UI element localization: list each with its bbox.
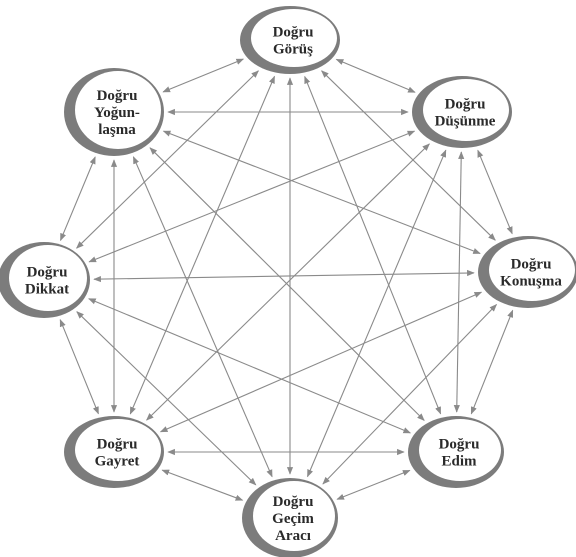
node-label-line: Doğru xyxy=(97,88,138,104)
node-label-line: Doğru xyxy=(445,97,486,113)
node-label-line: Görüş xyxy=(273,42,313,58)
connection-arrows xyxy=(59,58,514,501)
node-label-line: Geçim xyxy=(272,511,314,527)
node-label-line: Doğru xyxy=(27,265,68,281)
node-label-line: Doğru xyxy=(439,437,480,453)
node-label-line: laşma xyxy=(98,122,136,138)
arrow-gecim-gayret xyxy=(161,469,244,501)
arrow-gorus-yogunlasma xyxy=(162,58,245,93)
arrow-dusunme-dikkat xyxy=(88,130,416,263)
arrow-edim-gecim xyxy=(336,469,411,500)
node-label-line: Aracı xyxy=(275,528,311,544)
node-label-line: Düşünme xyxy=(435,114,496,130)
arrow-gecim-yogunlasma xyxy=(132,156,273,478)
arrow-konusma-edim xyxy=(470,309,514,415)
node-label-line: Gayret xyxy=(95,454,140,470)
arrow-konusma-yogunlasma xyxy=(162,130,481,255)
arrow-konusma-dikkat xyxy=(93,269,475,283)
arrow-dusunme-edim xyxy=(453,151,465,413)
arrow-dusunme-konusma xyxy=(477,149,513,235)
node-label-line: Doğru xyxy=(273,494,314,510)
node-label-line: Dikkat xyxy=(25,282,69,298)
path-nodes: DoğruGörüşDoğruDüşünmeDoğruKonuşmaDoğruE… xyxy=(0,6,576,557)
arrow-dikkat-yogunlasma xyxy=(59,156,96,242)
node-label-line: Edim xyxy=(441,454,477,470)
node-label-line: Doğru xyxy=(273,25,314,41)
node-label-line: Yoğun- xyxy=(94,105,140,121)
node-label-line: Doğru xyxy=(97,437,138,453)
node-label-line: Konuşma xyxy=(500,274,562,290)
arrow-konusma-gayret xyxy=(159,291,483,433)
node-label-line: Doğru xyxy=(511,257,552,273)
arrow-gorus-dusunme xyxy=(335,58,416,93)
arrow-gayret-dikkat xyxy=(59,318,99,415)
